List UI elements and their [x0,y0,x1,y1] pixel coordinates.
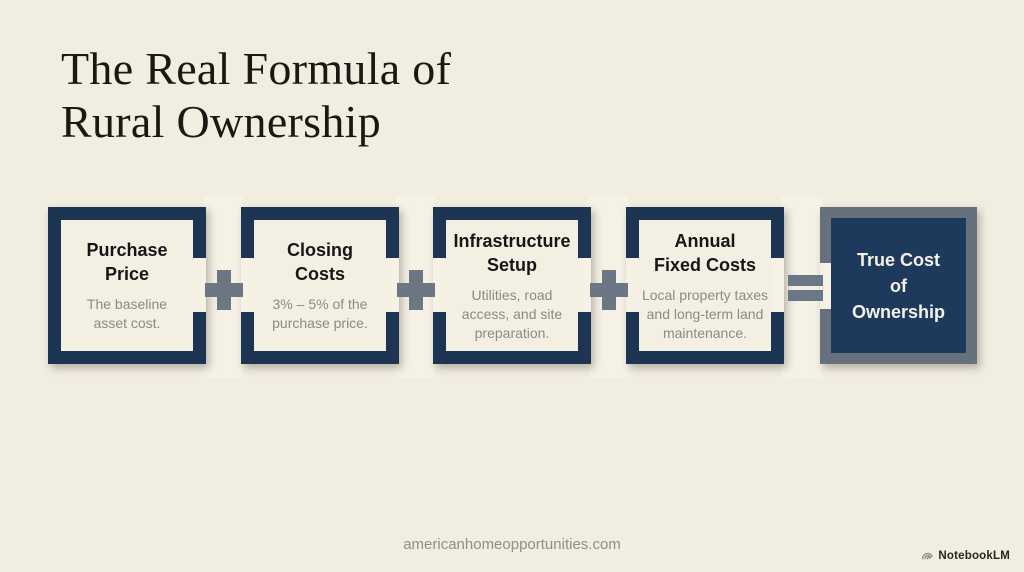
border-gap [386,258,399,312]
equals-icon [788,275,823,301]
page-title: The Real Formula of Rural Ownership [61,42,451,148]
term-title-line: Costs [294,264,345,284]
plus-icon [205,270,243,310]
border-gap [433,258,446,312]
term-card-content: Purchase Price The baseline asset cost. [61,220,193,351]
term-card-purchase-price: Purchase Price The baseline asset cost. [48,207,206,364]
term-title-line: Fixed Costs [653,254,757,275]
title-line-1: The Real Formula of [61,43,452,94]
notebooklm-badge: NotebookLM [921,549,1010,562]
term-title-line: Infrastructure [453,230,571,251]
title-line-2: Rural Ownership [61,96,382,147]
term-title: Purchase Price [86,238,167,286]
result-title-line: Ownership [851,301,945,322]
term-title-line: Purchase [86,240,168,260]
term-card-closing-costs: Closing Costs 3% – 5% of the purchase pr… [241,207,399,364]
term-card-infrastructure-setup: Infrastructure Setup Utilities, road acc… [433,207,591,364]
result-title-line: of [890,275,907,296]
term-description: 3% – 5% of the purchase price. [272,296,368,331]
result-card-true-cost: True Cost of Ownership [820,207,977,364]
term-title-line: Setup [486,254,537,275]
border-gap [771,258,784,312]
border-gap [820,263,831,309]
term-title: Closing Costs [287,238,353,286]
term-card-content: Infrastructure Setup Utilities, road acc… [446,220,578,351]
plus-icon [590,270,628,310]
term-description: Local property taxes and long-term land … [641,286,769,341]
term-card-content: Closing Costs 3% – 5% of the purchase pr… [254,220,386,351]
term-title: Annual Fixed Costs [654,229,756,277]
website-url: americanhomeopportunities.com [403,536,621,553]
term-description: The baseline asset cost. [86,296,168,331]
border-gap [626,258,639,312]
term-title-line: Price [104,264,150,284]
term-card-content: Annual Fixed Costs Local property taxes … [639,220,771,351]
term-title: Infrastructure Setup [453,229,570,277]
term-description: Utilities, road access, and site prepara… [461,286,563,341]
column-highlight [781,196,822,378]
plus-icon [397,270,435,310]
border-gap [578,258,591,312]
border-gap [241,258,254,312]
notebooklm-logo-icon [922,552,934,560]
result-title-line: True Cost [856,249,940,270]
term-title-line: Closing [287,240,353,260]
term-title-line: Annual [674,230,736,251]
notebooklm-label: NotebookLM [938,549,1010,562]
result-card-content: True Cost of Ownership [831,218,966,353]
border-gap [193,258,206,312]
term-card-annual-fixed-costs: Annual Fixed Costs Local property taxes … [626,207,784,364]
